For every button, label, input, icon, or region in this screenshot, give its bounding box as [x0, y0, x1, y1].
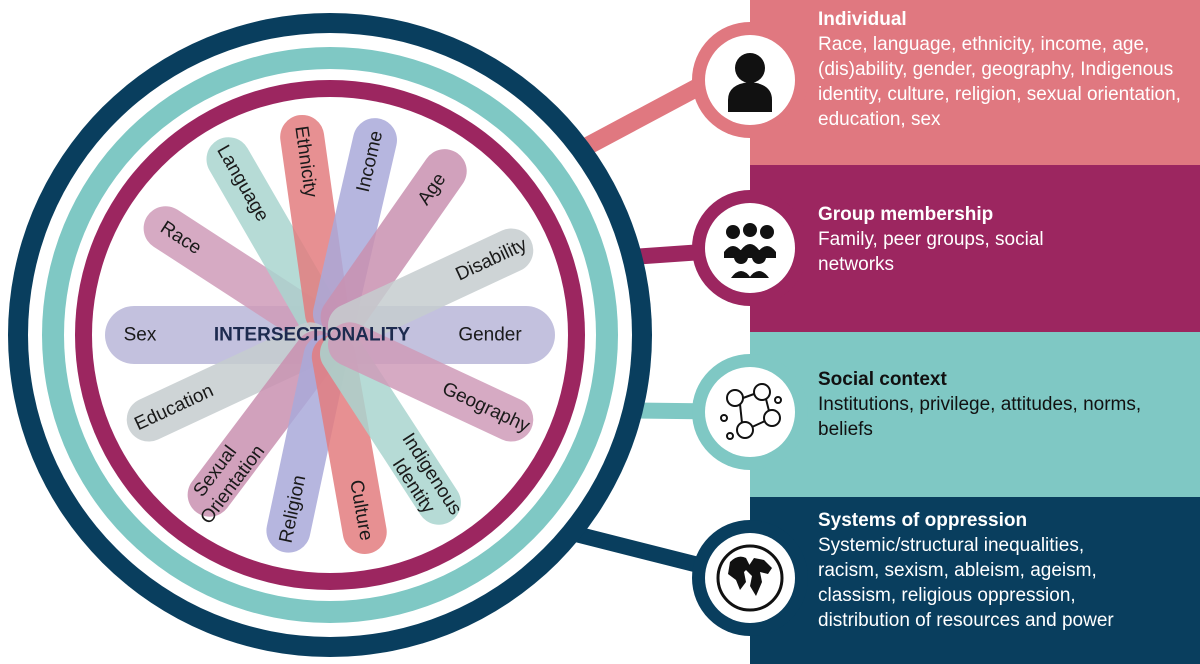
petal-race: [143, 206, 334, 346]
petal-disability: [327, 228, 534, 348]
petal-indigenous: [319, 331, 461, 525]
petal-shape: [327, 228, 534, 348]
individual-title: Individual: [818, 9, 907, 30]
systems-of-oppression-title: Systems of oppression: [818, 510, 1028, 531]
social-context-panel: Social context Institutions, privilege, …: [750, 332, 1200, 497]
petal-shape: [327, 322, 534, 442]
social-context-title: Social context: [818, 369, 947, 390]
petal-shape: [319, 331, 461, 525]
individual-panel: Individual Race, language, ethnicity, in…: [750, 0, 1200, 165]
network-icon: [692, 354, 808, 470]
petal-culture: [311, 334, 387, 554]
person-icon: [692, 22, 808, 138]
petal-geography: [327, 322, 534, 442]
group-membership-title: Group membership: [818, 204, 994, 225]
petal-shape: [320, 149, 467, 339]
group-membership-body: Family, peer groups, social networks: [818, 229, 1044, 275]
group-icon: [692, 190, 808, 306]
petal-label-gender: Gender: [458, 325, 522, 346]
group-membership-panel: Group membership Family, peer groups, so…: [750, 165, 1200, 332]
petal-shape: [143, 206, 334, 346]
petal-shape: [312, 118, 397, 336]
individual-body: Race, language, ethnicity, income, age, …: [818, 34, 1181, 130]
petal-age: [320, 149, 467, 339]
petal-shape: [311, 334, 387, 554]
petal-shape: [126, 322, 333, 442]
petal-education: [126, 322, 333, 442]
systems-of-oppression-body: Systemic/structural inequalities, racism…: [818, 535, 1114, 631]
systems-of-oppression-panel: Systems of oppression Systemic/structura…: [750, 497, 1200, 664]
globe-icon: [692, 520, 808, 636]
center-label: INTERSECTIONALITY: [214, 325, 411, 346]
social-context-body: Institutions, privilege, attitudes, norm…: [818, 394, 1142, 440]
petal-income: [312, 118, 397, 336]
petal-label-sex: Sex: [124, 325, 157, 346]
